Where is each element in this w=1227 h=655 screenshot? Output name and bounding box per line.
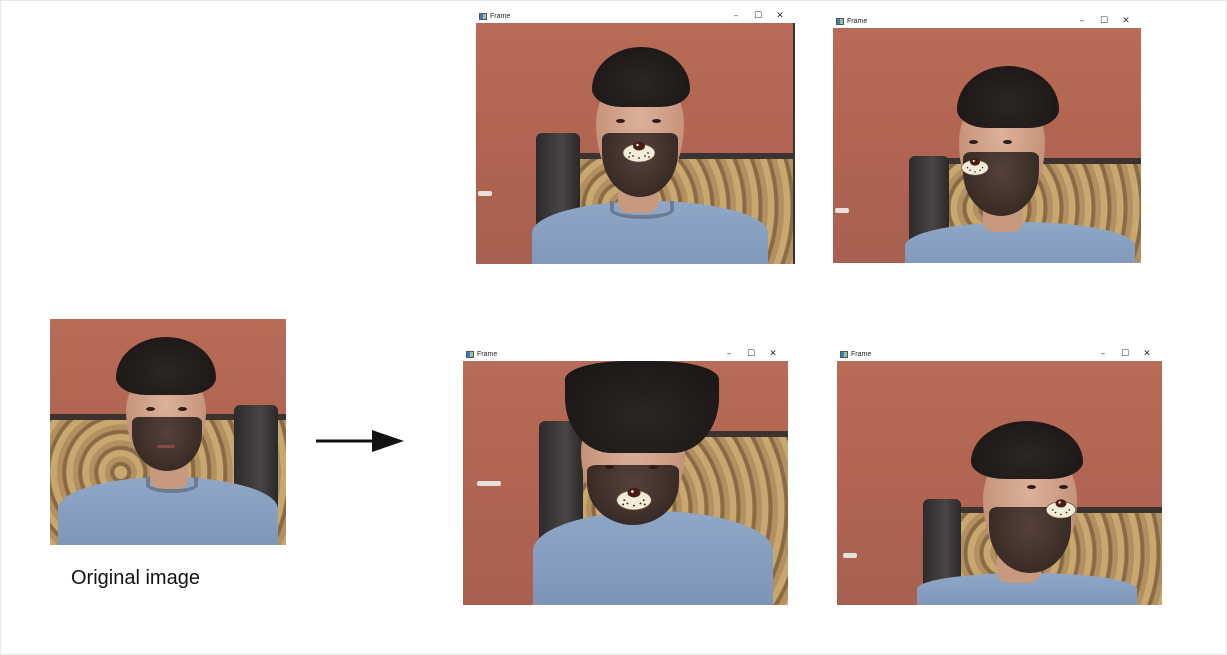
window-controls: – ☐ ✕: [1092, 347, 1158, 361]
right-eye: [1059, 485, 1068, 489]
dog-nose-icon: [615, 485, 653, 511]
window-titlebar[interactable]: Frame – ☐ ✕: [837, 347, 1162, 361]
maximize-button[interactable]: ☐: [1099, 16, 1109, 26]
close-button[interactable]: ✕: [1122, 16, 1130, 26]
original-photo: [50, 319, 286, 545]
minimize-button[interactable]: –: [726, 349, 732, 359]
collar: [610, 201, 674, 219]
dog-nose-icon: [960, 156, 990, 176]
dog-nose-icon: [1045, 497, 1077, 519]
right-eye: [652, 119, 661, 123]
camera-frame: [837, 361, 1162, 605]
right-eye: [178, 407, 187, 411]
frame-window-3[interactable]: Frame – ☐ ✕: [463, 347, 788, 605]
opencv-window-icon: [840, 350, 848, 358]
left-eye: [605, 465, 614, 469]
collar: [146, 477, 198, 493]
minimize-button[interactable]: –: [733, 11, 739, 21]
frame-window-4[interactable]: Frame – ☐ ✕: [837, 347, 1162, 605]
maximize-button[interactable]: ☐: [746, 349, 756, 359]
window-titlebar[interactable]: Frame – ☐ ✕: [476, 9, 795, 23]
left-eye: [1027, 485, 1036, 489]
window-title: Frame: [851, 350, 872, 358]
light-reflection: [843, 553, 857, 558]
minimize-button[interactable]: –: [1100, 349, 1106, 359]
window-controls: – ☐ ✕: [725, 9, 791, 23]
hair: [957, 66, 1059, 128]
minimize-button[interactable]: –: [1079, 16, 1085, 26]
window-controls: – ☐ ✕: [1071, 14, 1137, 28]
close-button[interactable]: ✕: [1143, 349, 1151, 359]
right-arrow-icon: [316, 430, 404, 452]
shirt: [905, 222, 1135, 263]
opencv-window-icon: [836, 17, 844, 25]
light-reflection: [478, 191, 492, 196]
hair: [971, 421, 1083, 479]
window-title: Frame: [847, 17, 868, 25]
opencv-window-icon: [479, 12, 487, 20]
window-titlebar[interactable]: Frame – ☐ ✕: [833, 14, 1141, 28]
shirt: [533, 511, 773, 605]
camera-frame: [833, 28, 1141, 263]
dog-nose-icon: [622, 139, 656, 163]
hair: [116, 337, 216, 395]
left-eye: [146, 407, 155, 411]
window-title: Frame: [490, 12, 511, 20]
camera-frame: [476, 23, 795, 264]
window-controls: – ☐ ✕: [718, 347, 784, 361]
mouth: [157, 445, 175, 448]
hair: [592, 47, 690, 107]
left-eye: [616, 119, 625, 123]
camera-frame: [463, 361, 788, 605]
frame-window-2[interactable]: Frame – ☐ ✕: [833, 14, 1141, 263]
window-titlebar[interactable]: Frame – ☐ ✕: [463, 347, 788, 361]
right-eye: [1003, 140, 1012, 144]
maximize-button[interactable]: ☐: [753, 11, 763, 21]
hair: [565, 361, 719, 453]
right-eye: [649, 465, 658, 469]
close-button[interactable]: ✕: [769, 349, 777, 359]
original-image-caption: Original image: [71, 567, 200, 589]
close-button[interactable]: ✕: [776, 11, 784, 21]
left-eye: [969, 140, 978, 144]
frame-window-1[interactable]: Frame – ☐ ✕: [476, 9, 795, 264]
opencv-window-icon: [466, 350, 474, 358]
window-title: Frame: [477, 350, 498, 358]
light-reflection: [835, 208, 849, 213]
maximize-button[interactable]: ☐: [1120, 349, 1130, 359]
light-reflection: [477, 481, 501, 486]
